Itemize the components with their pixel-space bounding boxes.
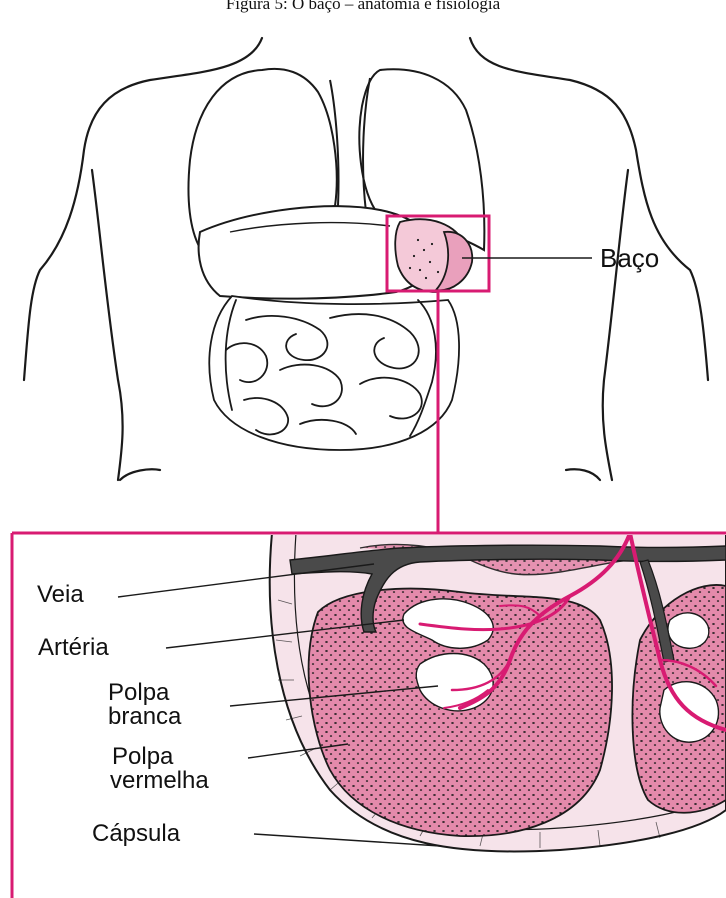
label-polpa-vermelha-line1: Polpa [112,745,173,769]
label-arteria: Artéria [38,636,109,660]
intestines [209,296,459,450]
label-veia: Veia [37,583,84,607]
label-polpa-branca-line2: branca [108,705,181,729]
label-baco: Baço [600,245,659,271]
label-capsula: Cápsula [92,822,180,846]
label-polpa-vermelha-line2: vermelha [110,769,209,793]
label-polpa-branca-line1: Polpa [108,681,169,705]
